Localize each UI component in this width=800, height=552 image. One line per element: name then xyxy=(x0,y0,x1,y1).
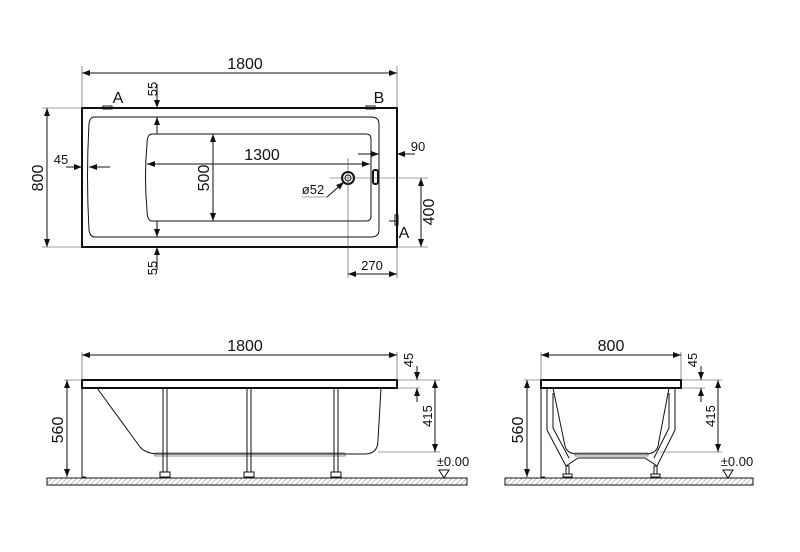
end-frame xyxy=(546,388,676,467)
floor-level-marker-icon xyxy=(438,469,450,479)
basin-length-label: 1300 xyxy=(244,147,280,164)
end-rim-label: 45 xyxy=(685,353,700,367)
end-base-plate xyxy=(574,452,649,457)
end-height-label: 560 xyxy=(510,417,527,444)
end-foot-right-pad xyxy=(650,473,661,478)
section-b-label: B xyxy=(374,90,385,107)
top-view: 1800 800 A B 55 55 45 1300 500 ø52 90 40… xyxy=(30,56,438,278)
end-rim xyxy=(540,379,682,389)
end-foot-left xyxy=(565,465,570,475)
tub-outline xyxy=(81,107,398,248)
top-width-label: 800 xyxy=(30,165,47,192)
overflow-offset-label: 90 xyxy=(411,139,425,154)
side-view: 1800 45 415 560 ±0.00 xyxy=(46,338,469,486)
side-legs xyxy=(159,387,342,478)
side-base-plate xyxy=(154,452,346,457)
clip-a-top xyxy=(102,105,113,110)
end-body xyxy=(552,387,670,455)
basin-width-label: 500 xyxy=(196,165,213,192)
basin-outline xyxy=(145,133,372,222)
side-rim-label: 45 xyxy=(401,353,416,367)
side-panel xyxy=(81,388,86,478)
end-floor xyxy=(504,477,754,486)
top-length-label: 1800 xyxy=(227,56,263,73)
side-body xyxy=(96,387,382,455)
end-foot-right xyxy=(653,465,658,475)
tub-rim-inner xyxy=(87,116,380,238)
side-height-label: 560 xyxy=(50,417,67,444)
rim-top-label: 55 xyxy=(145,82,160,96)
end-panel xyxy=(540,388,545,478)
drain-from-end-label: 270 xyxy=(361,258,383,273)
end-floor-level-label: ±0.00 xyxy=(721,454,753,469)
floor xyxy=(46,477,468,486)
section-a-side-label: A xyxy=(399,225,410,242)
side-rim xyxy=(81,379,398,389)
clip-b xyxy=(365,105,376,110)
end-width-label: 800 xyxy=(598,338,625,355)
side-length-label: 1800 xyxy=(227,338,263,355)
side-floor-level-label: ±0.00 xyxy=(437,454,469,469)
drain-diameter-label: ø52 xyxy=(302,182,324,197)
overflow-icon xyxy=(372,169,379,185)
drain-from-edge-label: 400 xyxy=(421,199,438,226)
side-depth-label: 415 xyxy=(420,405,435,427)
rim-bottom-label: 55 xyxy=(145,261,160,275)
end-depth-label: 415 xyxy=(703,405,718,427)
rim-end-label: 45 xyxy=(54,152,68,167)
end-floor-level-marker-icon xyxy=(722,469,734,479)
end-view: 800 45 415 560 ±0.00 xyxy=(504,338,754,486)
section-a-top-label: A xyxy=(113,90,124,107)
end-foot-left-pad xyxy=(562,473,573,478)
